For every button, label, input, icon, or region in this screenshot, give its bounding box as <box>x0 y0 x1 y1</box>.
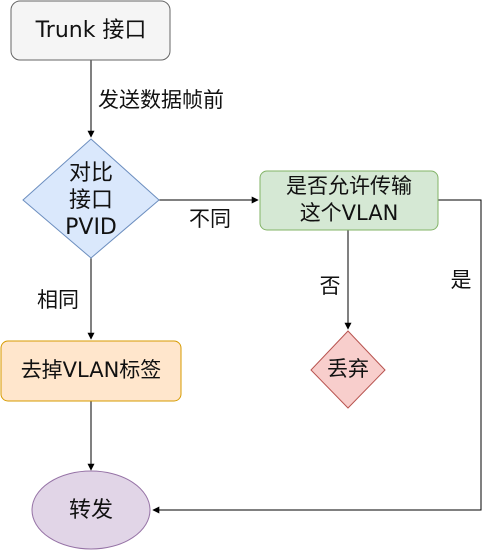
forward-node <box>31 470 151 550</box>
compare-node <box>22 138 160 259</box>
compare-label-line-3: PVID <box>65 215 117 240</box>
forward-label: 转发 <box>69 498 113 523</box>
edge-label-same: 相同 <box>37 288 79 312</box>
drop-node <box>310 330 386 409</box>
allow-label-line-2: 这个VLAN <box>300 201 399 225</box>
start-node <box>10 0 171 61</box>
drop-label: 丢弃 <box>327 357 369 381</box>
edge-label-no: 否 <box>320 274 341 298</box>
compare-label-line-2: 接口 <box>69 188 113 213</box>
edge-label-different: 不同 <box>189 207 231 231</box>
strip-label: 去掉VLAN标签 <box>21 358 162 382</box>
allow-label-line-1: 是否允许传输 <box>286 174 412 198</box>
edge-label-yes: 是 <box>451 268 472 292</box>
allow-node <box>259 170 439 231</box>
start-label: Trunk 接口 <box>35 18 147 43</box>
compare-label-line-1: 对比 <box>69 161 113 186</box>
strip-node <box>0 340 182 402</box>
edge-allow-to-forward <box>152 199 482 514</box>
edge-label-before-send: 发送数据帧前 <box>98 88 224 112</box>
